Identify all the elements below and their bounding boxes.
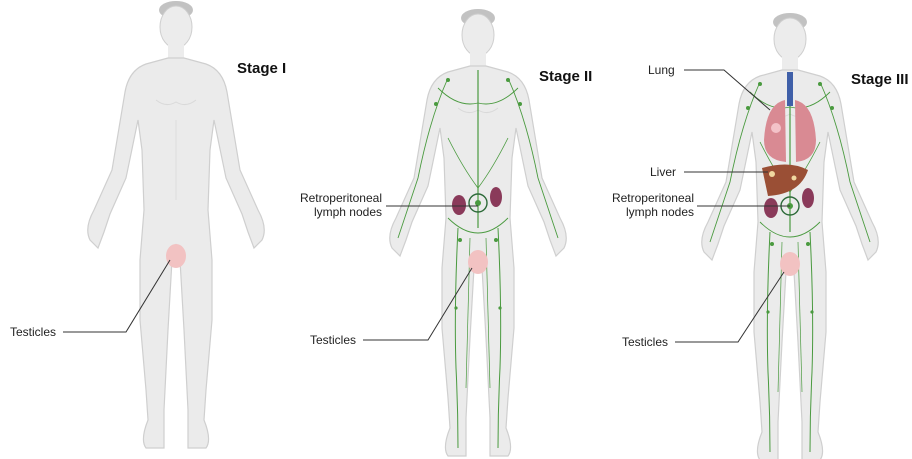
stage2-testicles-label: Testicles (310, 333, 356, 347)
stage3-lung-label: Lung (648, 63, 675, 77)
stage3-right-kidney (802, 188, 814, 208)
stage2-right-kidney (490, 187, 502, 207)
stage3-testicles-marker (780, 252, 800, 276)
stage2-left-kidney (452, 195, 466, 215)
stage2-retroperitoneal-label: Retroperitoneal lymph nodes (294, 191, 382, 219)
stage1-title: Stage I (237, 60, 286, 77)
stage2-retroperitoneal-line2: lymph nodes (294, 205, 382, 219)
stage2-retroperitoneal-line1: Retroperitoneal (294, 191, 382, 205)
stage3-retroperitoneal-line1: Retroperitoneal (606, 191, 694, 205)
stage1-testicles-marker (166, 244, 186, 268)
stage3-trachea (787, 72, 793, 106)
stage1-testicles-label: Testicles (10, 325, 56, 339)
stage3-retroperitoneal-label: Retroperitoneal lymph nodes (606, 191, 694, 219)
stage3-liver-label: Liver (650, 165, 676, 179)
stage3-left-kidney (764, 198, 778, 218)
stage3-testicles-label: Testicles (622, 335, 668, 349)
stage2-title: Stage II (539, 68, 592, 85)
stage3-title: Stage III (851, 71, 909, 88)
stage3-retroperitoneal-line2: lymph nodes (606, 205, 694, 219)
